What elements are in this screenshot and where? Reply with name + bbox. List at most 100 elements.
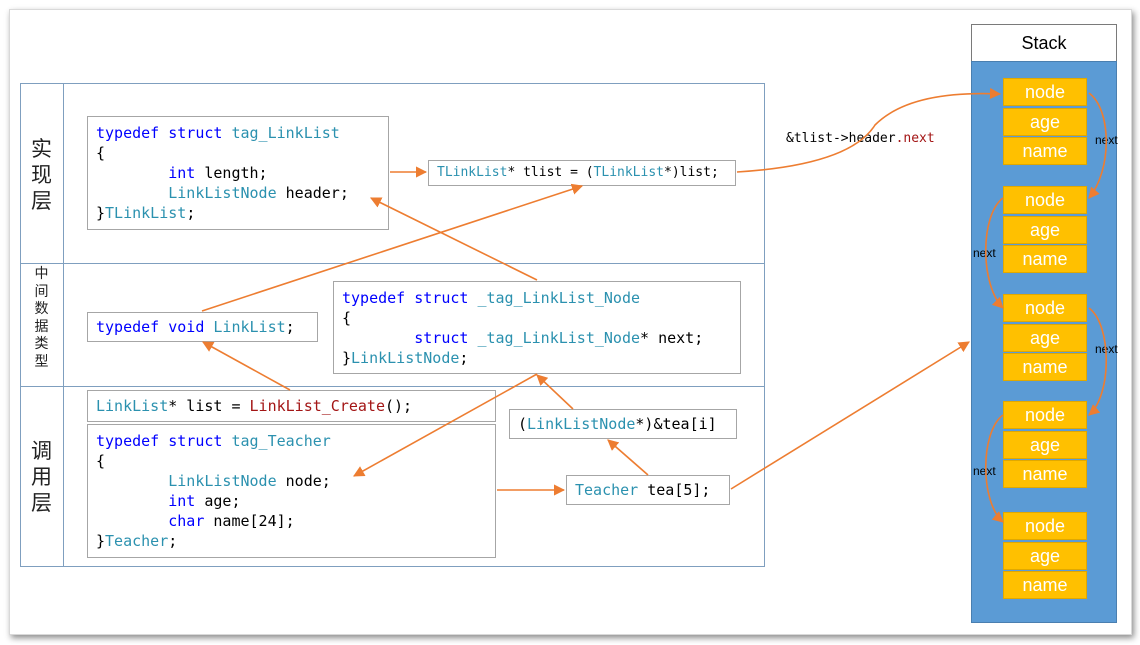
code-token: ; [285,318,295,336]
stack-cell-node: node [1003,401,1087,429]
layer-char: 用 [31,465,52,489]
code-token: node; [276,472,331,490]
next-label-2: next [973,246,996,260]
layer-char: 层 [31,491,52,515]
code-token: LinkList [96,397,169,415]
layer-label-call: 调用层 [20,438,63,516]
code-line: typedef struct tag_LinkList [96,123,340,143]
layer-divider-top [20,263,765,264]
code-token: Teacher [105,532,169,550]
next-arrow-4 [984,414,1004,523]
code-token: tag_LinkList [231,124,340,142]
layer-divider-bottom [20,386,765,387]
code-token: LinkListNode [168,472,277,490]
code-token: _tag_LinkList_Node [477,288,641,307]
stack-cell-name: name [1003,571,1087,599]
code-token: LinkListNode [527,415,636,433]
code-token: } [342,348,352,367]
code-token: typedef [96,432,160,450]
header-next-suffix: .next [895,131,935,146]
layers-frame [20,83,765,567]
node-struct-code: typedef struct _tag_LinkList_Node { struc… [333,281,741,374]
code-token: } [96,532,106,550]
code-token: { [96,452,106,470]
code-line: }Teacher; [96,531,177,551]
code-line: LinkList* list = LinkList_Create(); [96,396,412,416]
code-line: typedef struct tag_Teacher [96,431,331,451]
code-token: char [168,512,205,530]
arrow-array-to-cast [607,439,649,476]
code-line: char name[24]; [96,511,295,531]
code-line: (LinkListNode*)&tea[i] [518,414,717,434]
code-token: { [96,144,106,162]
code-line: { [96,143,105,163]
code-token: *)list; [664,165,719,180]
code-line: }LinkListNode; [342,348,468,368]
layer-char: 调 [31,439,52,463]
stack-cell-age: age [1003,541,1087,570]
stack-cell-node: node [1003,512,1087,540]
next-arrow-3 [1088,307,1108,416]
code-token: typedef [96,318,160,336]
tlist-cast-code: TLinkList* tlist = (TLinkList*)list; [428,160,736,186]
linklist-struct-code: typedef struct tag_LinkList{ int length;… [87,116,389,230]
code-token: LinkListNode [168,184,277,202]
code-token: } [96,204,106,222]
code-line: int age; [96,491,241,511]
code-token: age; [195,492,241,510]
code-token: Teacher [575,481,639,499]
layer-char: 类 [34,336,49,352]
code-token: TLinkList [593,165,664,180]
node-cast-code: (LinkListNode*)&tea[i] [509,409,737,439]
stack-cell-node: node [1003,186,1087,214]
teacher-array-code: Teacher tea[5]; [566,475,730,505]
code-token: name[24]; [204,512,295,530]
code-token: int [168,164,196,182]
stack-cell-node: node [1003,78,1087,106]
code-token: { [342,308,352,327]
arrow-void-to-tlist [201,183,584,312]
layer-char: 实 [31,137,52,161]
arrow-node-to-header [369,197,538,281]
layer-char: 数 [34,301,49,317]
stack-cell-age: age [1003,430,1087,459]
create-call-code: LinkList* list = LinkList_Create(); [87,390,496,422]
next-label-4: next [973,464,996,478]
code-line: Teacher tea[5]; [575,480,710,500]
code-line: LinkListNode header; [96,183,349,203]
code-line: }TLinkList; [96,203,195,223]
code-line: { [96,451,105,471]
code-token: LinkList [213,318,286,336]
layer-char: 据 [34,318,49,335]
code-line: LinkListNode node; [96,471,331,491]
code-token: struct [414,288,469,307]
code-token: * next; [640,328,704,347]
layer-char: 中 [34,266,49,282]
code-token: (); [385,397,413,415]
stack-title: Stack [1021,33,1067,53]
code-token: struct [414,328,469,347]
code-token: ; [459,348,469,367]
layer-char: 型 [34,353,49,370]
stack-cell-name: name [1003,137,1087,165]
arrow-array-to-stack [730,341,970,490]
arrow-tlist-to-stack [736,87,1002,173]
layer-char: 间 [34,283,49,300]
code-token: struct [168,432,223,450]
stack-cell-name: name [1003,460,1087,488]
code-token: struct [168,124,223,142]
code-token: _tag_LinkList_Node [477,328,641,347]
next-arrow-1 [1088,92,1108,199]
code-token: ; [168,532,178,550]
code-token: TLinkList [105,204,187,222]
arrow-create-to-void [202,341,291,391]
code-token: int [168,492,196,510]
code-token: typedef [342,288,406,307]
code-token: tag_Teacher [231,432,331,450]
code-token: ( [518,415,528,433]
layer-label-impl: 实现层 [20,136,63,214]
arrow-node-to-teacher [353,373,538,477]
code-line: struct _tag_LinkList_Node* next; [342,328,703,348]
code-token: * list = [168,397,250,415]
